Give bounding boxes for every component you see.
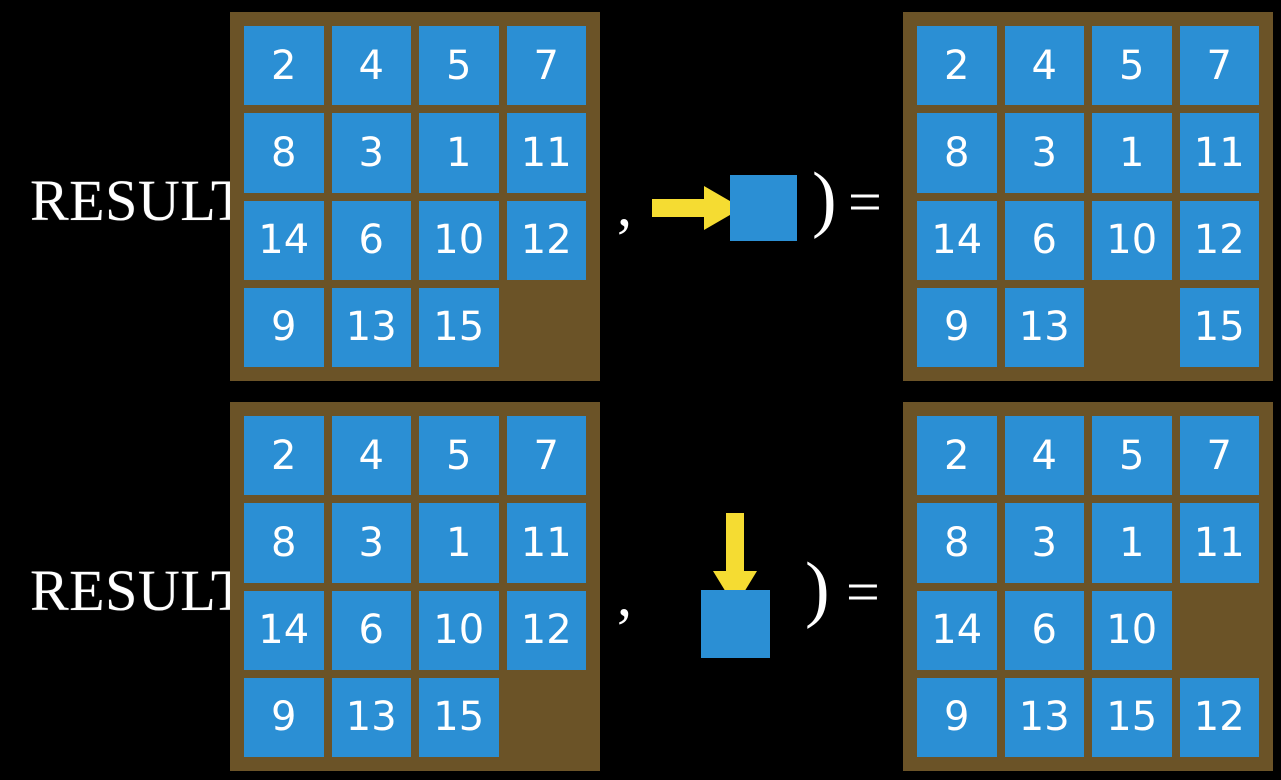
- puzzle-tile[interactable]: 4: [1004, 416, 1084, 496]
- comma-separator-bottom: ,: [617, 562, 632, 628]
- puzzle-tile[interactable]: 8: [244, 113, 324, 193]
- puzzle-tile[interactable]: 9: [244, 677, 324, 757]
- puzzle-tile[interactable]: 2: [244, 416, 324, 496]
- puzzle-cell-empty: [1092, 288, 1172, 367]
- puzzle-tile[interactable]: 12: [506, 200, 586, 280]
- result-label-top: RESULT(: [30, 168, 267, 233]
- puzzle-tile[interactable]: 8: [917, 113, 997, 193]
- puzzle-tile[interactable]: 15: [1092, 677, 1172, 757]
- puzzle-tile[interactable]: 10: [419, 590, 499, 670]
- puzzle-tile[interactable]: 15: [419, 677, 499, 757]
- puzzle-tile[interactable]: 3: [331, 113, 411, 193]
- puzzle-tile[interactable]: 6: [1004, 590, 1084, 670]
- puzzle-tile[interactable]: 1: [1092, 113, 1172, 193]
- move-tile-top: [730, 175, 797, 241]
- puzzle-tile[interactable]: 11: [506, 503, 586, 583]
- puzzle-tile[interactable]: 3: [1004, 503, 1084, 583]
- equals-sign-top: =: [848, 169, 882, 235]
- move-tile-bottom: [701, 590, 770, 658]
- puzzle-tile[interactable]: 5: [1092, 26, 1172, 106]
- puzzle-tile[interactable]: 9: [917, 287, 997, 367]
- puzzle-tile[interactable]: 1: [1092, 503, 1172, 583]
- puzzle-tile[interactable]: 2: [244, 26, 324, 106]
- close-paren-bottom: ): [805, 548, 830, 630]
- puzzle-tile[interactable]: 13: [1004, 677, 1084, 757]
- puzzle-tile[interactable]: 6: [331, 200, 411, 280]
- puzzle-tile[interactable]: 9: [244, 287, 324, 367]
- puzzle-tile[interactable]: 11: [1179, 113, 1259, 193]
- result-label-bottom: RESULT(: [30, 558, 267, 623]
- puzzle-tile[interactable]: 15: [419, 287, 499, 367]
- puzzle-tile[interactable]: 6: [331, 590, 411, 670]
- puzzle-tile[interactable]: 12: [1179, 677, 1259, 757]
- puzzle-tile[interactable]: 8: [244, 503, 324, 583]
- puzzle-tile[interactable]: 4: [331, 416, 411, 496]
- puzzle-tile[interactable]: 5: [419, 416, 499, 496]
- puzzle-tile[interactable]: 1: [419, 113, 499, 193]
- puzzle-tile[interactable]: 13: [331, 287, 411, 367]
- puzzle-tile[interactable]: 10: [1092, 200, 1172, 280]
- puzzle-tile[interactable]: 2: [917, 26, 997, 106]
- puzzle-tile[interactable]: 4: [1004, 26, 1084, 106]
- puzzle-tile[interactable]: 12: [1179, 200, 1259, 280]
- puzzle-tile[interactable]: 14: [244, 590, 324, 670]
- puzzle-tile[interactable]: 12: [506, 590, 586, 670]
- puzzle-tile[interactable]: 11: [1179, 503, 1259, 583]
- puzzle-tile[interactable]: 10: [1092, 590, 1172, 670]
- puzzle-tile[interactable]: 6: [1004, 200, 1084, 280]
- puzzle-tile[interactable]: 14: [917, 590, 997, 670]
- puzzle-tile[interactable]: 2: [917, 416, 997, 496]
- puzzle-cell-empty: [1180, 591, 1260, 670]
- puzzle-tile[interactable]: 8: [917, 503, 997, 583]
- puzzle-tile[interactable]: 13: [1004, 287, 1084, 367]
- move-right-arrow-icon: [652, 186, 742, 230]
- puzzle-tile[interactable]: 1: [419, 503, 499, 583]
- move-down-arrow-icon: [713, 513, 757, 607]
- puzzle-cell-empty: [507, 678, 587, 757]
- puzzle-tile[interactable]: 7: [1179, 416, 1259, 496]
- puzzle-cell-empty: [507, 288, 587, 367]
- puzzle-tile[interactable]: 13: [331, 677, 411, 757]
- puzzle-tile[interactable]: 14: [917, 200, 997, 280]
- close-paren-top: ): [812, 158, 837, 240]
- puzzle-tile[interactable]: 10: [419, 200, 499, 280]
- puzzle-tile[interactable]: 5: [1092, 416, 1172, 496]
- puzzle-tile[interactable]: 7: [506, 416, 586, 496]
- puzzle-tile[interactable]: 14: [244, 200, 324, 280]
- puzzle-tile[interactable]: 7: [506, 26, 586, 106]
- puzzle-tile[interactable]: 7: [1179, 26, 1259, 106]
- puzzle-tile[interactable]: 5: [419, 26, 499, 106]
- equals-sign-bottom: =: [846, 559, 880, 625]
- puzzle-tile[interactable]: 11: [506, 113, 586, 193]
- puzzle-tile[interactable]: 3: [1004, 113, 1084, 193]
- puzzle-tile[interactable]: 15: [1179, 287, 1259, 367]
- puzzle-tile[interactable]: 9: [917, 677, 997, 757]
- comma-separator-top: ,: [617, 172, 632, 238]
- puzzle-tile[interactable]: 3: [331, 503, 411, 583]
- puzzle-tile[interactable]: 4: [331, 26, 411, 106]
